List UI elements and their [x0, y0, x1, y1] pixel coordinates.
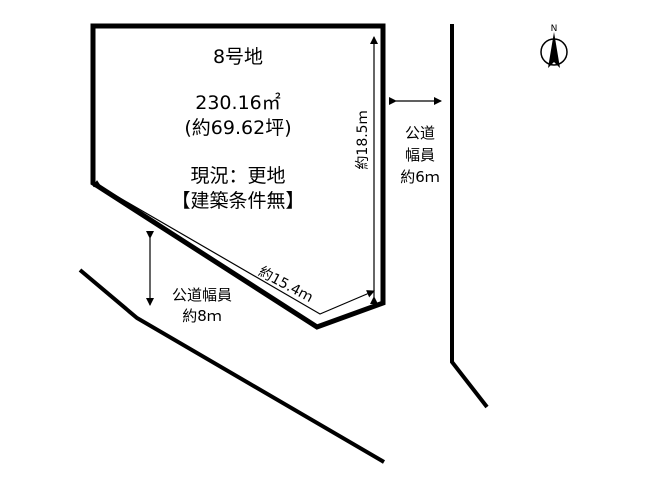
lot-boundary — [90, 23, 386, 330]
lot-status: 現況：更地 — [190, 165, 286, 187]
lot-condition: 【建築条件無】 — [171, 190, 305, 212]
east-road-label-line2: 幅員 — [404, 146, 436, 164]
east-road-label-line1: 公道 — [404, 124, 436, 142]
lot-area-tsubo: (約69.62坪) — [184, 117, 292, 139]
right-side-dimension-label: 約18.5ｍ — [355, 110, 371, 170]
south-road-label-line1: 公道幅員 — [171, 286, 233, 304]
south-road-label-line2: 約8ｍ — [182, 307, 222, 325]
east-road-edge — [450, 24, 489, 409]
lot-area: 230.16㎡ — [195, 92, 281, 114]
lot-name: 8号地 — [212, 46, 264, 68]
east-road-label-line3: 約6ｍ — [400, 168, 440, 186]
north-label: N — [551, 24, 558, 34]
north-arrow-icon: N — [540, 24, 568, 68]
diagonal-dimension-line — [92, 180, 375, 315]
